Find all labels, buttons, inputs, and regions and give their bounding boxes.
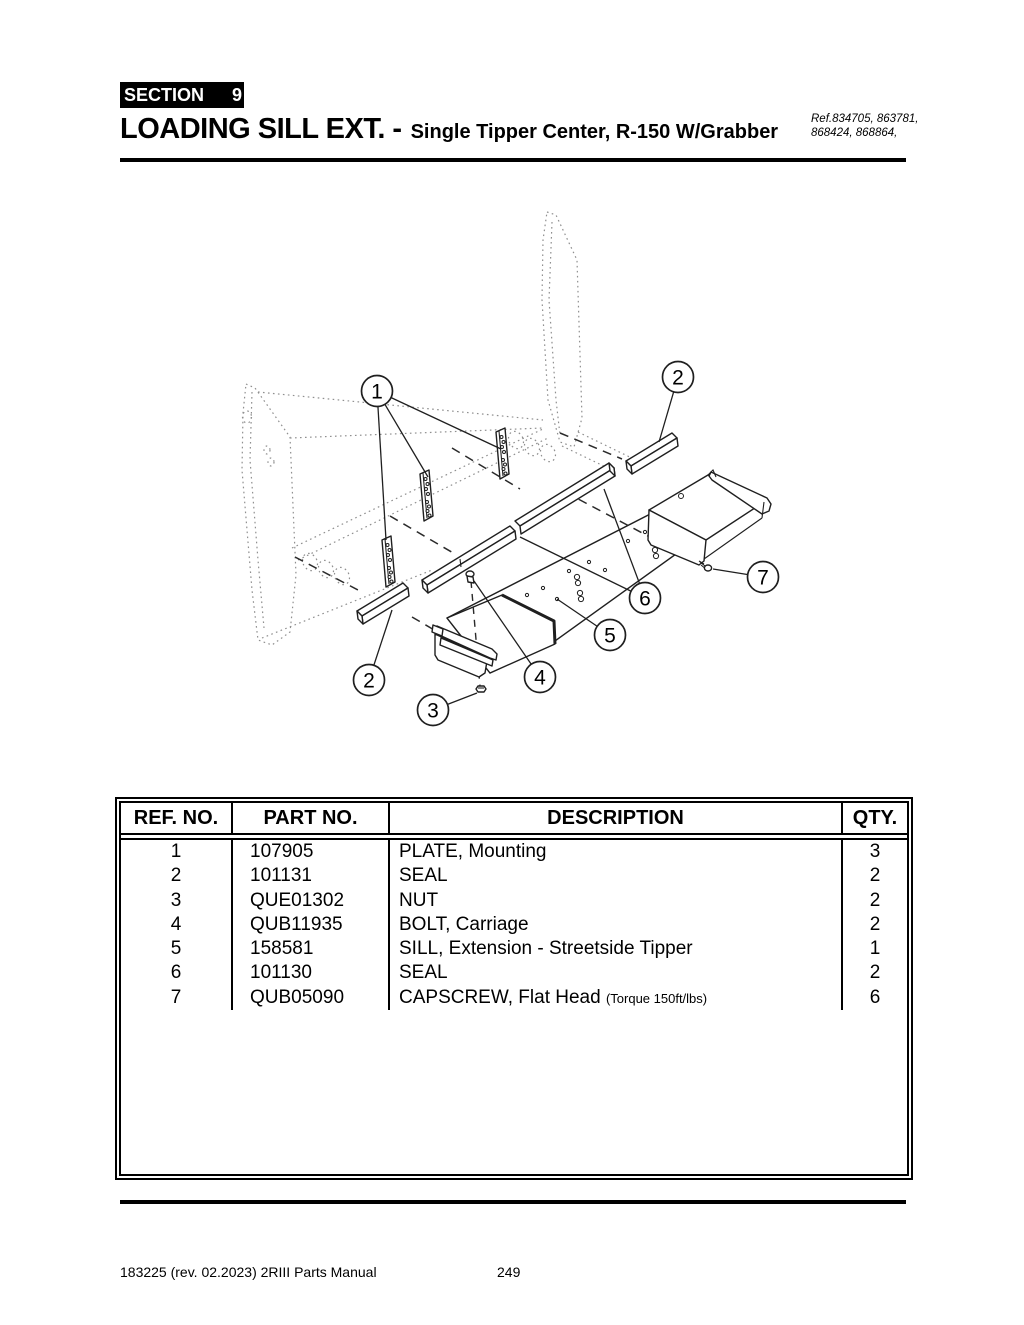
callout-7: 7 — [746, 560, 780, 594]
qty: 3 — [869, 841, 881, 862]
frame-outline — [241, 211, 641, 646]
table-body: 1 107905 PLATE, Mounting 3 2 101131 SEAL… — [121, 840, 907, 1173]
section-badge: SECTION 9 — [120, 82, 244, 108]
capscrew — [698, 560, 713, 572]
reference-line-1: Ref.834705, 863781, — [811, 113, 919, 125]
description-text: CAPSCREW, Flat Head — [399, 986, 601, 1008]
description: SEAL — [390, 864, 843, 889]
svg-text:5: 5 — [604, 625, 616, 648]
table-row: 1 107905 PLATE, Mounting 3 — [121, 840, 907, 865]
page-title: LOADING SILL EXT. - — [120, 113, 402, 145]
description-text: SEAL — [399, 962, 448, 984]
description: CAPSCREW, Flat Head (Torque 150ft/lbs) — [390, 985, 843, 1011]
qty: 2 — [869, 962, 881, 984]
ref-no: 1 — [121, 840, 233, 865]
footer-document-info: 183225 (rev. 02.2023) 2RIII Parts Manual — [120, 1264, 377, 1280]
svg-text:3: 3 — [427, 700, 439, 723]
callout-6: 6 — [628, 581, 662, 615]
part-no: 101131 — [233, 864, 390, 889]
header-qty: QTY. — [852, 807, 898, 829]
mounting-plates — [381, 427, 510, 588]
ref-no: 2 — [121, 864, 233, 889]
callout-2-bottom: 2 — [352, 663, 386, 697]
reference-numbers: Ref.834705, 863781, 868424, 868864, — [811, 112, 918, 140]
seal-strips — [421, 462, 616, 594]
carriage-bolt — [465, 570, 475, 584]
description: NUT — [390, 888, 843, 913]
qty: 2 — [869, 865, 881, 887]
table-row: 3 QUE01302 NUT 2 — [121, 888, 907, 913]
callout-leaders — [368, 376, 764, 711]
qty: 2 — [869, 913, 881, 935]
description-text: NUT — [399, 889, 439, 911]
header-ref-no: REF. NO. — [121, 803, 233, 833]
ref-no: 5 — [121, 937, 233, 962]
svg-text:2: 2 — [672, 367, 684, 390]
callout-3: 3 — [416, 693, 450, 727]
table-row: 2 101131 SEAL 2 — [121, 864, 907, 889]
callout-4: 4 — [523, 660, 557, 694]
part-no: QUB05090 — [233, 985, 390, 1011]
part-no: 101130 — [233, 961, 390, 986]
header-description: DESCRIPTION — [390, 803, 843, 833]
callout-5: 5 — [593, 618, 627, 652]
parts-table: REF. NO. PART NO. DESCRIPTION QTY. 1 107… — [115, 797, 913, 1180]
qty: 2 — [869, 889, 881, 911]
description: BOLT, Carriage — [390, 912, 843, 938]
ref-no: 3 — [121, 888, 233, 913]
seal-bottom-left — [356, 582, 410, 625]
nut — [475, 685, 487, 693]
table-row: 7 QUB05090 CAPSCREW, Flat Head (Torque 1… — [121, 985, 907, 1011]
callout-2-top: 2 — [661, 360, 695, 394]
description-text: PLATE, Mounting — [399, 841, 547, 862]
header-part-no: PART NO. — [233, 803, 390, 833]
qty: 1 — [869, 938, 881, 960]
part-no: 107905 — [233, 840, 390, 865]
table-row: 6 101130 SEAL 2 — [121, 961, 907, 986]
left-end-cap — [431, 624, 498, 678]
ref-no: 7 — [121, 985, 233, 1011]
ref-no: 4 — [121, 912, 233, 938]
section-number: 9 — [232, 84, 243, 105]
description-note: (Torque 150ft/lbs) — [605, 990, 708, 1006]
description-text: BOLT, Carriage — [399, 913, 529, 935]
seal-top-right — [625, 432, 679, 475]
footer-rule — [120, 1200, 906, 1204]
svg-text:7: 7 — [757, 567, 769, 590]
callout-1: 1 — [360, 374, 394, 408]
table-row: 5 158581 SILL, Extension - Streetside Ti… — [121, 937, 907, 962]
right-end-cap — [647, 469, 772, 566]
table-row: 4 QUB11935 BOLT, Carriage 2 — [121, 912, 907, 938]
page-number: 249 — [497, 1264, 521, 1280]
description-text: SILL, Extension - Streetside Tipper — [399, 938, 693, 960]
description: SEAL — [390, 961, 843, 986]
table-empty-space — [121, 1010, 907, 1172]
svg-text:4: 4 — [534, 667, 546, 690]
part-no: QUB11935 — [233, 912, 390, 938]
exploded-view-diagram: 1 2 2 3 4 5 6 7 — [241, 211, 780, 727]
section-label: SECTION — [124, 84, 205, 105]
title-row: LOADING SILL EXT. - Single Tipper Center… — [120, 113, 778, 146]
qty: 6 — [869, 986, 881, 1008]
page-subtitle: Single Tipper Center, R-150 W/Grabber — [410, 121, 779, 143]
svg-text:6: 6 — [639, 588, 651, 611]
ref-no: 6 — [121, 961, 233, 986]
svg-text:1: 1 — [371, 381, 383, 404]
table-header-row: REF. NO. PART NO. DESCRIPTION QTY. — [121, 803, 907, 840]
header-rule — [120, 158, 906, 162]
reference-line-2: 868424, 868864, — [811, 127, 898, 139]
description: PLATE, Mounting — [390, 840, 843, 865]
svg-text:2: 2 — [363, 670, 375, 693]
description: SILL, Extension - Streetside Tipper — [390, 937, 843, 962]
part-no: QUE01302 — [233, 888, 390, 913]
description-text: SEAL — [399, 865, 448, 887]
part-no: 158581 — [233, 937, 390, 962]
